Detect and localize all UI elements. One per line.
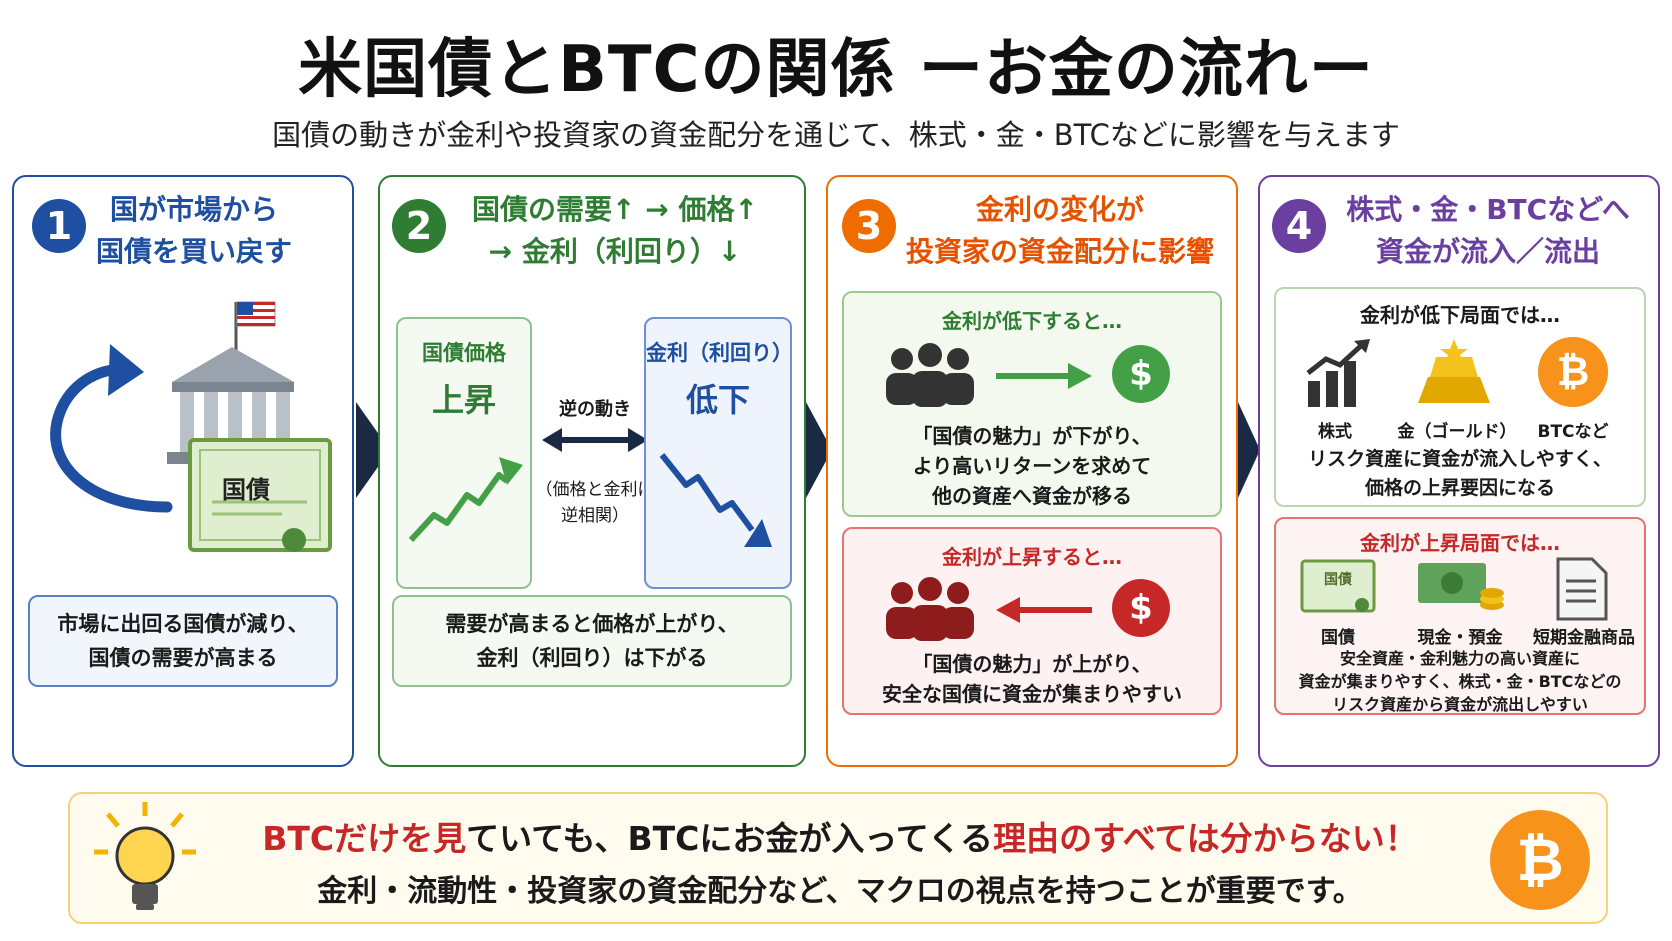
bond-mini-label: 国債 (1324, 572, 1352, 588)
interest-rate-label: 金利（利回り） (646, 341, 793, 365)
document-icon (1556, 557, 1608, 621)
circular-arrow-icon (50, 344, 173, 513)
step4-header: 株式・金・BTCなどへ 資金が流入／流出 (1328, 189, 1648, 273)
phase-up-line3: リスク資産から資金が流出しやすい (1332, 695, 1588, 714)
step2-header: 国債の需要↑ → 価格↑ → 金利（利回り）↓ (450, 189, 780, 273)
step1-note-line1: 市場に出回る国債が減り、 (57, 612, 309, 636)
inverse-note-line1: （価格と金利は (535, 480, 655, 500)
step2-header-line1: 国債の需要↑ → 価格↑ (472, 193, 758, 226)
rising-chart-icon (408, 457, 523, 543)
phase-up-box: 金利が上昇局面では… 国債 国債 現金・預金 短期金融商品 安全資産・金利魅力の… (1274, 517, 1646, 715)
bond-mini-icon (1300, 559, 1376, 613)
page-subtitle: 国債の動きが金利や投資家の資金配分を通じて、株式・金・BTCなどに影響を与えます (272, 118, 1400, 152)
step3-panel: 3 金利の変化が 投資家の資金配分に影響 金利が低下すると… $ 「国債の魅力」… (826, 175, 1238, 767)
red-left-arrow-icon (996, 597, 1092, 623)
gold-bar-icon (1418, 339, 1490, 403)
green-right-arrow-icon (996, 363, 1092, 389)
asset-cash-label: 現金・預金 (1417, 628, 1503, 648)
us-flag-icon (234, 301, 276, 352)
step4-number: 4 (1272, 199, 1326, 253)
stock-chart-icon (1306, 339, 1370, 407)
bitcoin-icon: ₿ (1538, 337, 1608, 407)
lightbulb-icon (94, 802, 196, 910)
bottom-banner: BTCだけを見ていても、BTCにお金が入ってくる理由のすべては分からない！ 金利… (68, 792, 1608, 924)
falling-chart-icon (659, 453, 772, 547)
inverse-note: （価格と金利は 逆相関） (525, 477, 665, 529)
dollar-coin-icon: $ (1112, 345, 1170, 403)
double-arrow-icon (542, 428, 648, 452)
asset-stock-label: 株式 (1318, 422, 1352, 442)
phase-down-line1: リスク資産に資金が流入しやすく、 (1308, 448, 1612, 470)
bottom-line1-highlight-c: 理由のすべては分からない！ (993, 819, 1418, 858)
rate-down-line3: 他の資産へ資金が移る (932, 484, 1132, 508)
step1-header-line1: 国が市場から (109, 193, 278, 226)
rate-up-line1: 「国債の魅力」が上がり、 (912, 652, 1152, 676)
bond-price-box: 国債価格 上昇 (396, 317, 532, 589)
rate-down-line1: 「国債の魅力」が下がり、 (912, 424, 1152, 448)
bond-price-value: 上昇 (431, 381, 496, 419)
phase-up-line2: 資金が集まりやすく、株式・金・BTCなどの (1298, 672, 1622, 691)
phase-up-text: 安全資産・金利魅力の高い資産に 資金が集まりやすく、株式・金・BTCなどの リス… (1276, 647, 1644, 716)
step4-panel: 4 株式・金・BTCなどへ 資金が流入／流出 金利が低下局面では… ₿ 株式 金… (1258, 175, 1660, 767)
asset-btc-label: BTCなど (1537, 422, 1609, 442)
bond-price-label: 国債価格 (422, 341, 506, 365)
asset-shortterm-label: 短期金融商品 (1533, 628, 1635, 648)
inverse-label: 逆の動き (559, 399, 631, 420)
step1-number: 1 (32, 199, 86, 253)
flow-arrow-3-icon (1238, 402, 1260, 498)
bitcoin-logo-icon: ₿ (1490, 810, 1590, 910)
step1-header: 国が市場から 国債を買い戻す (94, 189, 294, 273)
rate-down-box: 金利が低下すると… $ 「国債の魅力」が下がり、 より高いリターンを求めて 他の… (842, 291, 1222, 517)
step1-illustration (50, 301, 332, 552)
bottom-line1-highlight-a: BTCだけを見 (262, 819, 467, 858)
interest-rate-value: 低下 (685, 381, 750, 419)
asset-bond-label: 国債 (1321, 628, 1355, 648)
rate-down-text: 「国債の魅力」が下がり、 より高いリターンを求めて 他の資産へ資金が移る (844, 421, 1220, 511)
step1-note: 市場に出回る国債が減り、 国債の需要が高まる (28, 595, 338, 687)
phase-up-line1: 安全資産・金利魅力の高い資産に (1339, 649, 1580, 668)
rate-up-line2: 安全な国債に資金が集まりやすい (882, 682, 1182, 706)
rate-up-box: 金利が上昇すると… $ 「国債の魅力」が上がり、 安全な国債に資金が集まりやすい (842, 527, 1222, 715)
bond-certificate-icon (188, 438, 332, 552)
step1-header-line2: 国債を買い戻す (95, 235, 292, 268)
phase-down-text: リスク資産に資金が流入しやすく、 価格の上昇要因になる (1276, 445, 1644, 503)
step3-header-line1: 金利の変化が (975, 193, 1144, 226)
asset-gold-label: 金（ゴールド） (1397, 422, 1517, 442)
step4-header-line1: 株式・金・BTCなどへ (1346, 193, 1630, 226)
step2-note: 需要が高まると価格が上がり、 金利（利回り）は下がる (392, 595, 792, 687)
phase-down-box: 金利が低下局面では… ₿ 株式 金（ゴールド） BTCなど リスク資産に資金が流… (1274, 287, 1646, 507)
step1-note-line2: 国債の需要が高まる (88, 646, 278, 670)
rate-down-line2: より高いリターンを求めて (912, 454, 1152, 478)
cash-icon (1418, 563, 1504, 610)
phase-down-line2: 価格の上昇要因になる (1364, 477, 1555, 499)
step2-header-line2: → 金利（利回り）↓ (488, 235, 742, 268)
rate-up-text: 「国債の魅力」が上がり、 安全な国債に資金が集まりやすい (844, 649, 1220, 709)
inverse-note-line2: 逆相関） (561, 506, 629, 526)
step3-number: 3 (842, 199, 896, 253)
step1-panel: 1 国が市場から 国債を買い戻す (12, 175, 354, 767)
rate-down-title: 金利が低下すると… (942, 309, 1122, 333)
investors-icon (886, 343, 974, 407)
step3-header-line2: 投資家の資金配分に影響 (905, 235, 1214, 268)
phase-up-title: 金利が上昇局面では… (1360, 531, 1560, 555)
dollar-coin-red-icon: $ (1112, 579, 1170, 637)
bottom-line2: 金利・流動性・投資家の資金配分など、マクロの視点を持つことが重要です。 (317, 874, 1363, 909)
step2-panel: 2 国債の需要↑ → 価格↑ → 金利（利回り）↓ 国債価格 上昇 逆の動き （… (378, 175, 806, 767)
step4-header-line2: 資金が流入／流出 (1375, 235, 1600, 268)
page-title: 米国債とBTCの関係 ーお金の流れー (298, 33, 1374, 107)
bottom-line1: BTCだけを見ていても、BTCにお金が入ってくる理由のすべては分からない！ (220, 812, 1460, 860)
bond-label: 国債 (222, 476, 270, 504)
step2-note-line2: 金利（利回り）は下がる (476, 646, 708, 670)
bottom-line1-middle: ていても、BTCにお金が入ってくる (466, 819, 994, 858)
step3-header: 金利の変化が 投資家の資金配分に影響 (900, 189, 1220, 273)
interest-rate-box: 金利（利回り） 低下 (644, 317, 793, 589)
phase-down-title: 金利が低下局面では… (1360, 303, 1560, 327)
step2-note-line1: 需要が高まると価格が上がり、 (445, 612, 739, 636)
investors-red-icon (886, 577, 974, 641)
rate-up-title: 金利が上昇すると… (942, 545, 1122, 569)
step2-number: 2 (392, 199, 446, 253)
